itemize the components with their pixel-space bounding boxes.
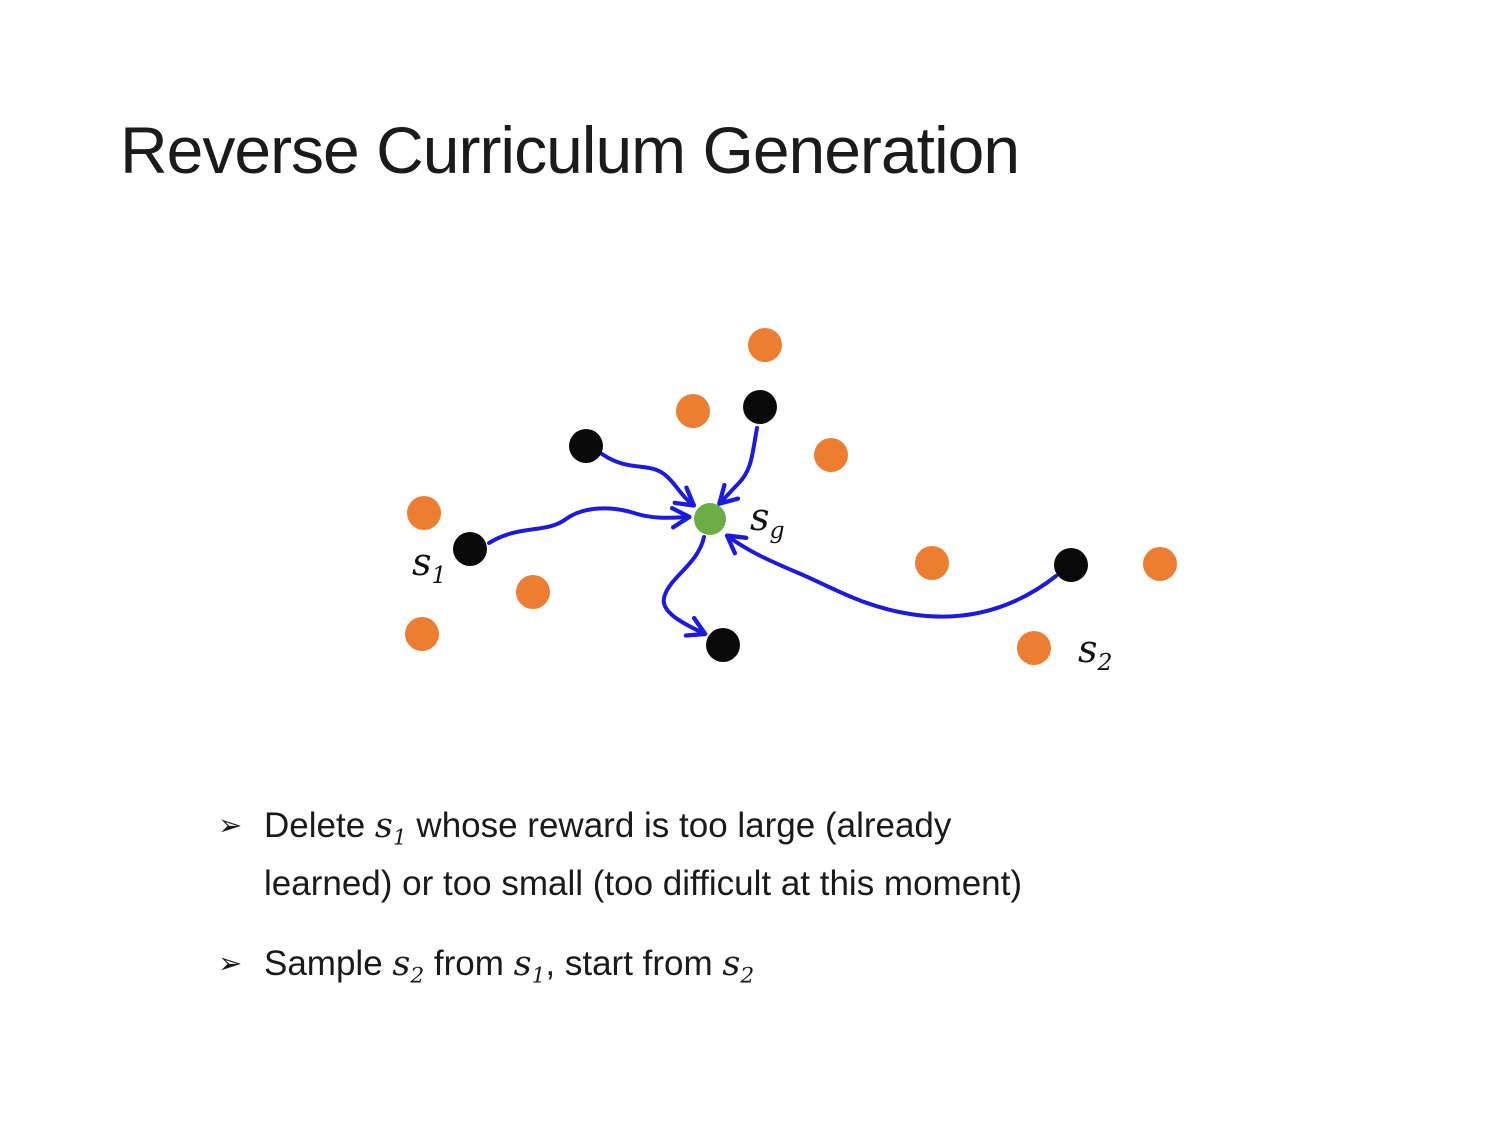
- orange-dot: [1143, 547, 1177, 581]
- trajectory-arrow: [487, 506, 692, 545]
- black-dot: [569, 429, 603, 463]
- bullet-item-2: ➢ Sample s2 from s1, start from s2: [218, 936, 1328, 994]
- bullet-text: Sample s2 from s1, start from s2: [264, 944, 755, 990]
- math-symbol: s2: [722, 944, 755, 990]
- black-dot: [743, 390, 777, 424]
- bullet-text: Delete s1 whose reward is too large (alr…: [264, 806, 1023, 903]
- bullet-item-1: ➢ Delete s1 whose reward is too large (al…: [218, 798, 1328, 912]
- orange-dot: [748, 328, 782, 362]
- trajectory-arrow: [600, 452, 697, 508]
- orange-dot: [676, 394, 710, 428]
- orange-dot: [407, 496, 441, 530]
- math-symbol: s2: [392, 944, 425, 990]
- math-symbol: s1: [513, 944, 546, 990]
- nodes-group: [405, 328, 1177, 665]
- orange-dot: [405, 617, 439, 651]
- bullet-arrow-icon: ➢: [218, 948, 243, 981]
- black-dot: [706, 628, 740, 662]
- orange-dot: [1017, 631, 1051, 665]
- bullet-list: ➢ Delete s1 whose reward is too large (al…: [218, 798, 1328, 1018]
- orange-dot: [814, 438, 848, 472]
- trajectory-arrow: [717, 426, 759, 506]
- orange-dot: [915, 546, 949, 580]
- slide-title: Reverse Curriculum Generation: [120, 113, 1020, 187]
- bullet-arrow-icon: ➢: [218, 810, 243, 842]
- math-symbol: s1: [374, 806, 407, 851]
- black-dot: [1054, 548, 1088, 582]
- goal-dot: [694, 503, 726, 535]
- orange-dot: [516, 575, 550, 609]
- edges-group: [487, 426, 1058, 638]
- trajectory-arrow: [724, 533, 1058, 619]
- trajectory-arrow: [661, 535, 708, 638]
- black-dot: [453, 532, 487, 566]
